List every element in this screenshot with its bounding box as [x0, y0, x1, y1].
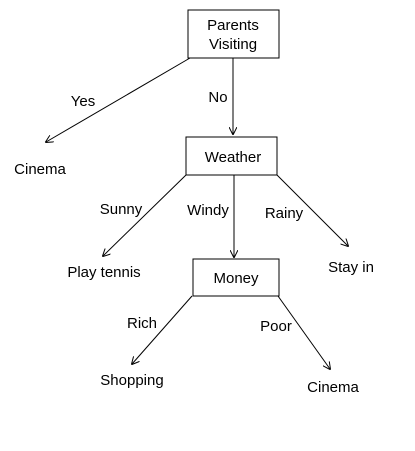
node-weather: Weather: [185, 136, 278, 176]
edge-label-windy: Windy: [187, 202, 229, 219]
leaf-stay-in: Stay in: [328, 259, 374, 276]
edge-money-rich-arrow: [132, 295, 193, 364]
edge-label-rich: Rich: [127, 315, 157, 332]
edge-label-no: No: [208, 89, 227, 106]
edge-money-poor-arrow: [277, 295, 330, 369]
edge-label-rainy: Rainy: [265, 205, 304, 222]
edge-label-sunny: Sunny: [100, 201, 143, 218]
node-parents-visiting: Parents Visiting: [187, 9, 280, 59]
node-money-label: Money: [213, 270, 259, 287]
edge-label-poor: Poor: [260, 318, 292, 335]
leaf-cinema-poor: Cinema: [307, 379, 359, 396]
edge-parents-yes-arrow: [46, 57, 191, 142]
node-parents-visiting-label-line2: Visiting: [209, 36, 257, 53]
leaf-cinema-yes: Cinema: [14, 161, 66, 178]
leaf-play-tennis: Play tennis: [67, 264, 140, 281]
node-parents-visiting-label-line1: Parents: [207, 17, 259, 34]
node-money: Money: [192, 258, 280, 297]
edge-label-yes: Yes: [71, 93, 95, 110]
leaf-shopping: Shopping: [100, 372, 163, 389]
node-weather-label: Weather: [205, 149, 261, 166]
edge-weather-sunny-arrow: [103, 174, 187, 256]
edge-weather-rainy-arrow: [276, 174, 348, 246]
